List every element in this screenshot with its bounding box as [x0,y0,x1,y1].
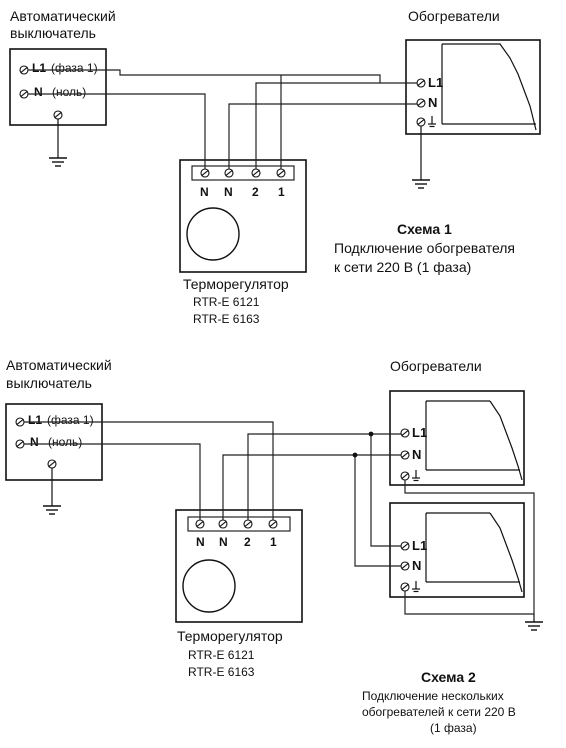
screw-terminal-icon [243,519,253,529]
thermostat-terminal-label: N [224,185,233,199]
thermostat-terminal-label: N [196,535,205,549]
heaters-title: Обогреватели [408,8,500,24]
heater2-terminal-n: N [412,558,421,573]
screw-terminal-icon [416,98,426,108]
ground-icon [48,149,68,167]
thermostat-model-2: RTR-E 6163 [193,312,260,326]
thermostat-model-1: RTR-E 6121 [193,295,260,309]
screw-terminal-icon [224,168,234,178]
screw-terminal-icon [200,168,210,178]
screw-terminal-icon [416,78,426,88]
scheme-1: Автоматический выключатель Обогреватели … [9,8,541,326]
heaters-title: Обогреватели [390,358,482,374]
thermostat-model-1: RTR-E 6121 [188,648,255,662]
scheme-desc-3: (1 фаза) [430,721,477,735]
screw-terminal-icon [400,561,410,571]
thermostat-terminal-label: 2 [244,535,251,549]
breaker-terminal-l1-note: (фаза 1) [47,413,94,427]
breaker-terminal-n-note: (ноль) [52,85,86,99]
thermostat-model-2: RTR-E 6163 [188,665,255,679]
breaker-terminal-l1: L1 [32,61,46,75]
screw-terminal-icon [400,471,410,481]
heater-panel-outline [442,43,537,131]
wire-n-breaker-to-thermostat [28,93,206,169]
scheme-desc-2: к сети 220 В (1 фаза) [334,259,471,275]
thermostat-terminal-label: 1 [270,535,277,549]
wire-n-thermostat-to-heater [228,103,417,169]
breaker-terminal-n: N [34,85,43,99]
terminal-strip [187,516,291,532]
wire-l1-heater1-to-heater2 [370,434,401,547]
heater1-terminal-l1: L1 [412,425,427,440]
ground-icon [411,171,431,189]
screw-terminal-icon [47,459,57,469]
screw-terminal-icon [400,541,410,551]
screw-terminal-icon [19,65,29,75]
breaker-terminal-l1-note: (фаза 1) [51,61,98,75]
thermostat-terminal-label: 1 [278,185,285,199]
heater2-terminal-l1: L1 [412,538,427,553]
thermostat-terminal-label: N [200,185,209,199]
wire-l1-breaker-to-heater [28,69,417,84]
thermostat-terminal-label: 2 [252,185,259,199]
screw-terminal-icon [53,110,63,120]
breaker-title-2: выключатель [6,375,92,391]
thermostat-knob-icon [182,559,236,613]
screw-terminal-icon [19,89,29,99]
scheme-title: Схема 1 [397,221,452,237]
breaker-title-1: Автоматический [6,357,112,373]
thermostat-title: Терморегулятор [183,276,289,292]
screw-terminal-icon [416,117,426,127]
scheme-desc-2: обогревателей к сети 220 В [362,705,516,719]
heater-terminal-l1: L1 [428,75,443,90]
terminal-strip [191,165,295,181]
thermostat-title: Терморегулятор [177,628,283,644]
screw-terminal-icon [15,439,25,449]
scheme-2: Автоматический выключатель Обогреватели … [5,357,544,735]
breaker-terminal-n: N [30,435,39,449]
screw-terminal-icon [400,450,410,460]
scheme-desc-1: Подключение нескольких [362,689,504,703]
scheme-desc-1: Подключение обогревателя [334,240,515,256]
screw-terminal-icon [218,519,228,529]
heater-box-2 [389,502,525,598]
thermostat-knob-icon [186,207,240,261]
wire-n-heater1-to-heater2 [354,455,401,567]
wire-l1-breaker-to-terminal-1 [24,421,274,520]
screw-terminal-icon [400,428,410,438]
screw-terminal-icon [195,519,205,529]
wire-2-thermostat-to-heater [255,82,380,169]
thermostat-terminal-label: N [219,535,228,549]
wire-n-breaker-to-thermostat [24,443,201,520]
wire-n-thermostat-to-heater1 [222,454,401,520]
ground-icon [42,497,62,515]
heater-terminal-n: N [428,95,437,110]
breaker-terminal-l1: L1 [28,413,42,427]
screw-terminal-icon [251,168,261,178]
breaker-terminal-n-note: (ноль) [48,435,82,449]
heater-box-1 [389,390,525,486]
scheme-title: Схема 2 [421,669,476,685]
screw-terminal-icon [15,417,25,427]
screw-terminal-icon [276,168,286,178]
screw-terminal-icon [268,519,278,529]
breaker-title-2: выключатель [10,25,96,41]
wire-2-thermostat-to-heater1 [247,433,401,520]
ground-icon [524,613,544,631]
heater-box [405,39,541,135]
heater1-terminal-n: N [412,447,421,462]
screw-terminal-icon [400,582,410,592]
breaker-title-1: Автоматический [10,8,116,24]
